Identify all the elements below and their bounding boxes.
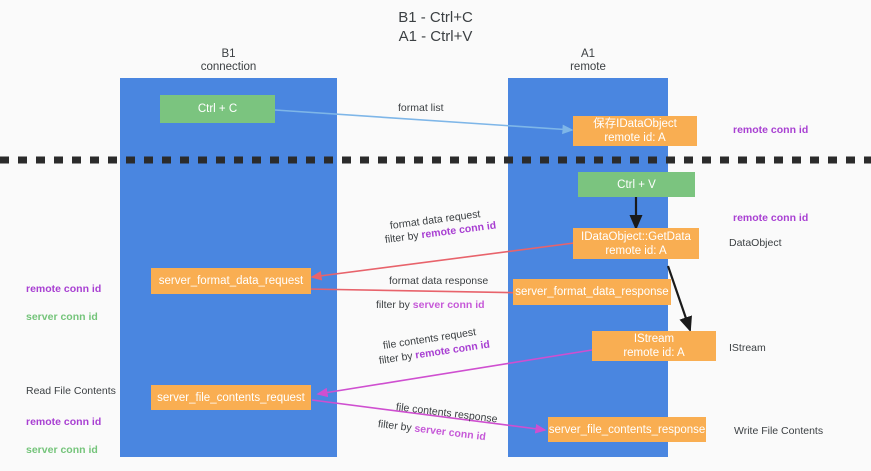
annotation-server-conn-id: server conn id — [26, 311, 98, 323]
node-istream[interactable]: IStream remote id: A — [592, 331, 716, 361]
annotation-server-conn-id: server conn id — [26, 444, 98, 456]
node-server-file-contents-response[interactable]: server_file_contents_response — [548, 417, 706, 442]
node-ctrl-v-label: Ctrl + V — [617, 178, 656, 191]
filter-prefix: filter by — [377, 418, 416, 435]
annotation-remote-conn-id: remote conn id — [26, 416, 102, 428]
filter-keyword-server-conn-id: server conn id — [413, 422, 487, 444]
node-ctrl-c[interactable]: Ctrl + C — [160, 95, 275, 123]
node-server-format-data-request[interactable]: server_format_data_request — [151, 268, 311, 294]
annotation-write-file-contents: Write File Contents — [734, 425, 824, 437]
edge-label-format-data-response-filter: filter by server conn id — [376, 298, 485, 312]
node-save-idataobject[interactable]: 保存IDataObject remote id: A — [573, 116, 697, 146]
node-idataobject-getdata[interactable]: IDataObject::GetData remote id: A — [573, 228, 699, 259]
node-istream-line1: IStream — [633, 333, 675, 345]
node-getdata-line1: IDataObject::GetData — [581, 230, 691, 243]
filter-prefix: filter by — [378, 349, 417, 367]
annotation-remote-conn-id: remote conn id — [26, 283, 102, 295]
annotation-format-conn-ids: remote conn id server conn id — [26, 268, 101, 338]
filter-prefix: filter by — [384, 229, 423, 246]
node-save-idataobject-line2: remote id: A — [604, 132, 666, 144]
lane-title-a1: A1 remote — [570, 48, 606, 73]
filter-prefix: filter by — [376, 299, 413, 311]
node-server-format-data-response-label: server_format_data_response — [515, 286, 669, 298]
annotation-istream: IStream — [729, 342, 766, 354]
annotation-read-file-contents: Read File Contents — [26, 385, 116, 397]
node-getdata-line2: remote id: A — [605, 244, 667, 257]
arrow-response-to-istream — [666, 265, 692, 333]
filter-keyword-server-conn-id: server conn id — [412, 299, 485, 311]
node-server-file-contents-response-label: server_file_contents_response — [548, 423, 706, 436]
lane-title-b1: B1 connection — [200, 48, 257, 73]
annotation-remote-conn-id-top: remote conn id — [733, 124, 809, 136]
annotation-dataobject: DataObject — [729, 237, 782, 249]
edge-label-format-data-response: format data response — [389, 275, 489, 287]
annotation-remote-conn-id-mid: remote conn id — [733, 212, 809, 224]
annotation-file-conn-ids: remote conn id server conn id — [26, 401, 101, 471]
page-title: B1 - Ctrl+C A1 - Ctrl+V — [398, 9, 473, 45]
node-server-format-data-response[interactable]: server_format_data_response — [513, 279, 671, 305]
node-ctrl-c-label: Ctrl + C — [197, 103, 238, 115]
node-server-format-data-request-label: server_format_data_request — [158, 275, 304, 287]
node-server-file-contents-request[interactable]: server_file_contents_request — [151, 385, 311, 410]
edge-label-format-list: format list — [398, 102, 444, 114]
node-istream-line2: remote id: A — [623, 347, 685, 359]
node-save-idataobject-line1: 保存IDataObject — [593, 118, 677, 130]
node-server-file-contents-request-label: server_file_contents_request — [157, 391, 305, 404]
arrow-format-data-response — [307, 288, 533, 298]
node-ctrl-v[interactable]: Ctrl + V — [578, 172, 695, 197]
